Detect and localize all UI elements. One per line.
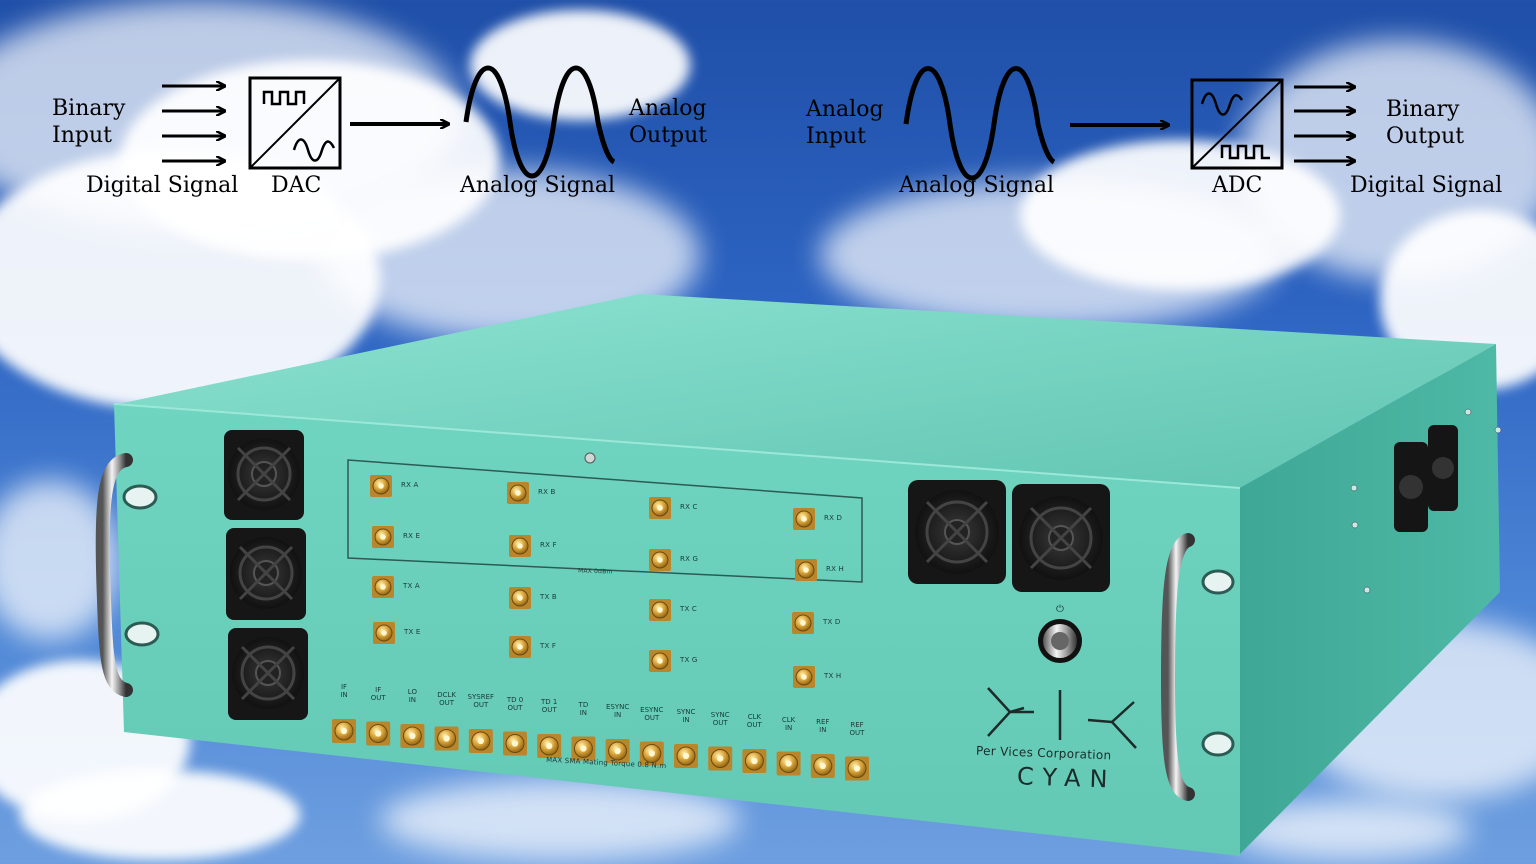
- io-port-label: ESYNC OUT: [640, 705, 664, 722]
- rx-port-label: RX A: [401, 481, 419, 489]
- adc-digital-signal-label: Digital Signal: [1350, 173, 1503, 198]
- io-connector: [708, 746, 733, 771]
- adc-analog-signal-label: Analog Signal: [899, 173, 1055, 198]
- io-port-label: CLK IN: [781, 715, 796, 732]
- io-port-label: TD IN: [578, 700, 589, 717]
- io-connector: [537, 734, 562, 758]
- io-port-label: IF OUT: [370, 685, 386, 702]
- conversion-diagrams: [162, 65, 1536, 181]
- io-port-label: IF IN: [340, 683, 348, 699]
- io-port-label: REF OUT: [849, 720, 865, 737]
- right-handle: [1160, 533, 1235, 801]
- rx-connector: [793, 508, 815, 530]
- io-connector: [845, 756, 869, 781]
- io-connector: [571, 736, 596, 761]
- power-symbol: ⏻: [1056, 604, 1065, 615]
- tx-connector: [509, 587, 531, 609]
- side-fans: [1394, 425, 1458, 532]
- dac-block-icon: [248, 76, 342, 170]
- io-connector: [503, 731, 527, 756]
- rx-connector: [370, 475, 392, 497]
- dac-analog-wave: [463, 65, 616, 179]
- rx-connector: [649, 497, 671, 519]
- rx-port-label: RX B: [538, 488, 556, 496]
- tx-port-label: TX A: [403, 582, 420, 590]
- io-connector: [605, 739, 630, 763]
- io-port-label: ESYNC IN: [605, 703, 630, 719]
- left-handle: [95, 453, 160, 697]
- io-connector: [639, 741, 664, 766]
- dac-block-label: DAC: [271, 173, 322, 198]
- rx-limit-label: MAX 0dBm: [577, 567, 613, 576]
- dac-output-label: Analog Output: [629, 96, 708, 148]
- io-connector: [810, 754, 835, 778]
- tx-connector: [649, 599, 671, 621]
- io-port-label: LO IN: [407, 688, 417, 704]
- io-port-label: SYSREF OUT: [467, 693, 495, 709]
- io-connector: [332, 719, 356, 743]
- rx-section-outline: [347, 459, 863, 583]
- rx-connector: [509, 535, 531, 557]
- rx-port-label: RX D: [824, 514, 843, 522]
- rx-connector: [507, 482, 529, 504]
- adc-analog-wave: [903, 66, 1056, 181]
- io-port-label: TD 1 OUT: [541, 698, 558, 714]
- dac-input-arrows: [162, 86, 224, 161]
- io-connector: [366, 721, 391, 746]
- adc-input-label: Analog Input: [806, 97, 884, 149]
- rx-connector: [795, 559, 817, 581]
- io-port-label: DCLK OUT: [437, 690, 456, 707]
- dac-input-label: Binary Input: [52, 96, 126, 148]
- tx-port-label: TX C: [680, 605, 697, 613]
- io-port-label: REF IN: [816, 718, 830, 734]
- tx-port-label: TX F: [540, 642, 557, 650]
- io-connector: [742, 749, 767, 773]
- tx-port-label: TX E: [404, 628, 421, 636]
- dac-digital-signal-label: Digital Signal: [86, 173, 239, 198]
- dac-analog-signal-label: Analog Signal: [460, 173, 616, 198]
- tx-connector: [372, 576, 394, 598]
- rx-port-label: RX F: [540, 541, 557, 549]
- tx-port-label: TX H: [824, 672, 842, 680]
- rx-port-label: RX E: [403, 532, 421, 540]
- chassis-top: [118, 294, 1496, 488]
- tx-port-label: TX G: [680, 656, 698, 664]
- tx-port-label: TX D: [823, 618, 841, 626]
- io-port-label: SYNC OUT: [710, 710, 730, 727]
- tx-connector: [509, 636, 531, 658]
- right-fan-pair: [908, 480, 1110, 592]
- rx-connector: [372, 526, 394, 548]
- io-connector: [776, 751, 801, 776]
- io-connector: [434, 726, 459, 751]
- io-port-label: CLK OUT: [746, 713, 762, 729]
- io-port-label: SYNC IN: [676, 708, 696, 724]
- adc-block-icon: [1190, 78, 1284, 170]
- left-fan-stack: [224, 430, 308, 720]
- rf-connectors: [370, 475, 817, 688]
- io-connectors: [332, 719, 869, 781]
- tx-connector: [649, 650, 671, 672]
- brand-product: CYAN: [1016, 762, 1117, 794]
- per-vices-logo: [987, 687, 1137, 749]
- adc-output-arrows: [1294, 87, 1354, 161]
- tx-connector: [792, 612, 814, 634]
- rx-port-label: RX C: [680, 503, 698, 511]
- power-button: [1038, 619, 1082, 663]
- io-connector: [674, 744, 698, 768]
- tx-port-label: TX B: [540, 593, 557, 601]
- tx-connector: [373, 622, 395, 644]
- adc-block-label: ADC: [1212, 173, 1263, 198]
- tx-connector: [793, 666, 815, 688]
- rx-port-label: RX H: [826, 565, 844, 573]
- io-connector: [468, 729, 493, 753]
- io-port-label: TD 0 OUT: [506, 695, 524, 712]
- adc-output-label: Binary Output: [1386, 97, 1465, 149]
- io-connector: [400, 724, 425, 748]
- rx-port-label: RX G: [680, 555, 699, 563]
- rx-connector: [649, 549, 671, 571]
